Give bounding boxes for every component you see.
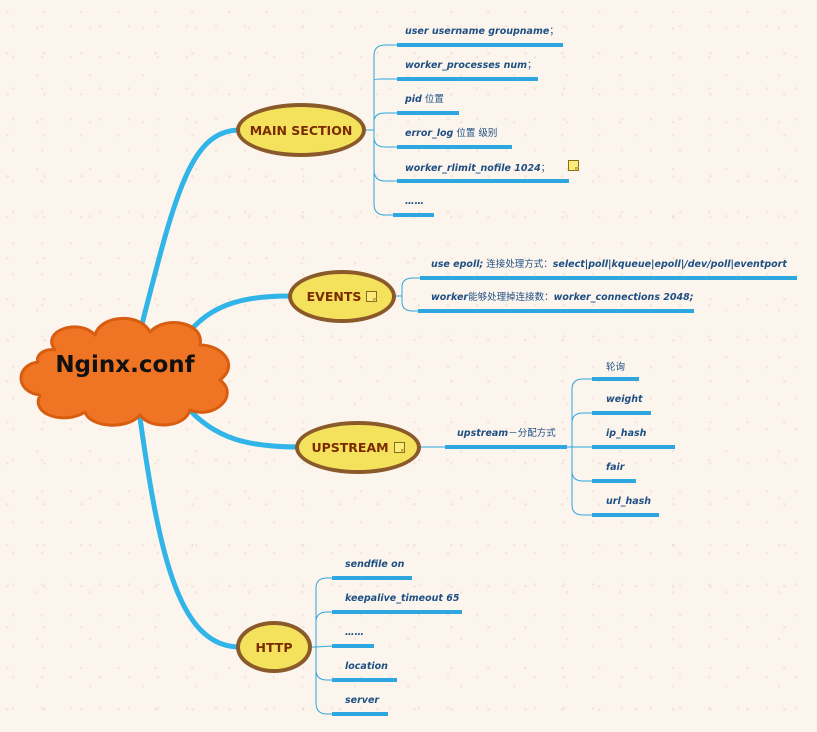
- connector-upstream: [182, 402, 303, 450]
- note-icon[interactable]: [568, 160, 580, 171]
- node-main-section[interactable]: MAIN SECTION: [236, 103, 366, 157]
- leaf-text: ；: [549, 26, 559, 37]
- main-leaf-user[interactable]: user username groupname；: [405, 24, 559, 40]
- leaf-code: ip_hash: [606, 428, 647, 439]
- events-branches: [394, 277, 420, 312]
- leaf-text: －分配方式: [508, 428, 556, 439]
- note-icon[interactable]: [393, 442, 405, 453]
- node-main-label: MAIN SECTION: [249, 122, 353, 138]
- http-leaf-server[interactable]: server: [345, 693, 379, 709]
- main-underlines: [393, 43, 569, 217]
- leaf-code: ……: [345, 627, 364, 638]
- main-leaf-error-log[interactable]: error_log 位置 级别: [405, 126, 497, 142]
- http-underlines: [332, 576, 462, 716]
- note-icon[interactable]: [366, 291, 378, 302]
- leaf-code: fair: [606, 462, 625, 473]
- main-leaf-worker-processes[interactable]: worker_processes num；: [405, 58, 537, 74]
- leaf-text: 连接处理方式：: [483, 259, 553, 270]
- leaf-code: worker_rlimit_nofile 1024: [405, 163, 541, 174]
- upstream-branches: [419, 378, 592, 516]
- http-leaf-more[interactable]: ……: [345, 625, 364, 641]
- leaf-text: 位置: [421, 94, 444, 105]
- events-leaf-use-epoll[interactable]: use epoll; 连接处理方式：select|poll|kqueue|epo…: [431, 257, 787, 273]
- node-events[interactable]: EVENTS: [288, 270, 396, 323]
- leaf-text: 能够处理掉连接数：: [468, 292, 554, 303]
- http-leaf-sendfile[interactable]: sendfile on: [345, 557, 404, 573]
- node-upstream-label: UPSTREAM: [311, 440, 389, 455]
- upstream-leaf-weight[interactable]: weight: [606, 392, 643, 408]
- leaf-code: user username groupname: [405, 26, 550, 37]
- leaf-code: server: [345, 695, 380, 706]
- leaf-code: worker_connections 2048;: [553, 292, 694, 303]
- leaf-code: url_hash: [606, 496, 652, 507]
- upstream-leaf-fair[interactable]: fair: [606, 460, 625, 476]
- node-http-label: HTTP: [255, 639, 293, 655]
- leaf-code: ……: [405, 196, 424, 207]
- leaf-text: 轮询: [606, 362, 626, 373]
- leaf-code: upstream: [457, 428, 509, 439]
- main-leaf-pid[interactable]: pid 位置: [405, 92, 444, 108]
- leaf-code: select|poll|kqueue|epoll|/dev/poll|event…: [552, 259, 787, 270]
- http-leaf-location[interactable]: location: [345, 659, 388, 675]
- leaf-code: sendfile on: [345, 559, 405, 570]
- node-events-label: EVENTS: [306, 289, 362, 304]
- events-underlines: [418, 276, 797, 313]
- leaf-code: location: [345, 661, 388, 672]
- main-leaf-more[interactable]: ……: [405, 194, 424, 210]
- root-cloud: [19, 317, 231, 427]
- node-upstream[interactable]: UPSTREAM: [295, 421, 421, 474]
- upstream-leaf-url-hash[interactable]: url_hash: [606, 494, 651, 510]
- upstream-leaf-ip-hash[interactable]: ip_hash: [606, 426, 646, 442]
- events-leaf-worker-connections[interactable]: worker能够处理掉连接数：worker_connections 2048;: [431, 290, 694, 306]
- root-title: Nginx.conf: [55, 352, 195, 378]
- connector-http: [137, 415, 243, 650]
- leaf-code: keepalive_timeout 65: [345, 593, 460, 604]
- leaf-code: worker_processes num: [405, 60, 528, 71]
- http-branches: [310, 577, 333, 715]
- upstream-leaf-round-robin[interactable]: 轮询: [606, 360, 625, 376]
- node-http[interactable]: HTTP: [236, 621, 312, 673]
- leaf-text: ；: [527, 60, 537, 71]
- leaf-code: weight: [606, 394, 643, 405]
- http-leaf-keepalive[interactable]: keepalive_timeout 65: [345, 591, 459, 607]
- leaf-code: worker: [431, 292, 469, 303]
- main-branches: [364, 44, 397, 216]
- main-leaf-worker-rlimit[interactable]: worker_rlimit_nofile 1024；: [405, 160, 580, 176]
- leaf-code: error_log: [405, 128, 454, 139]
- upstream-underlines: [445, 377, 675, 517]
- leaf-code: use epoll;: [431, 259, 484, 270]
- upstream-leaf-method[interactable]: upstream－分配方式: [457, 426, 556, 442]
- leaf-text: ；: [540, 163, 551, 174]
- leaf-text: 位置 级别: [453, 128, 498, 139]
- connector-main: [137, 127, 243, 335]
- leaf-code: pid: [405, 94, 422, 105]
